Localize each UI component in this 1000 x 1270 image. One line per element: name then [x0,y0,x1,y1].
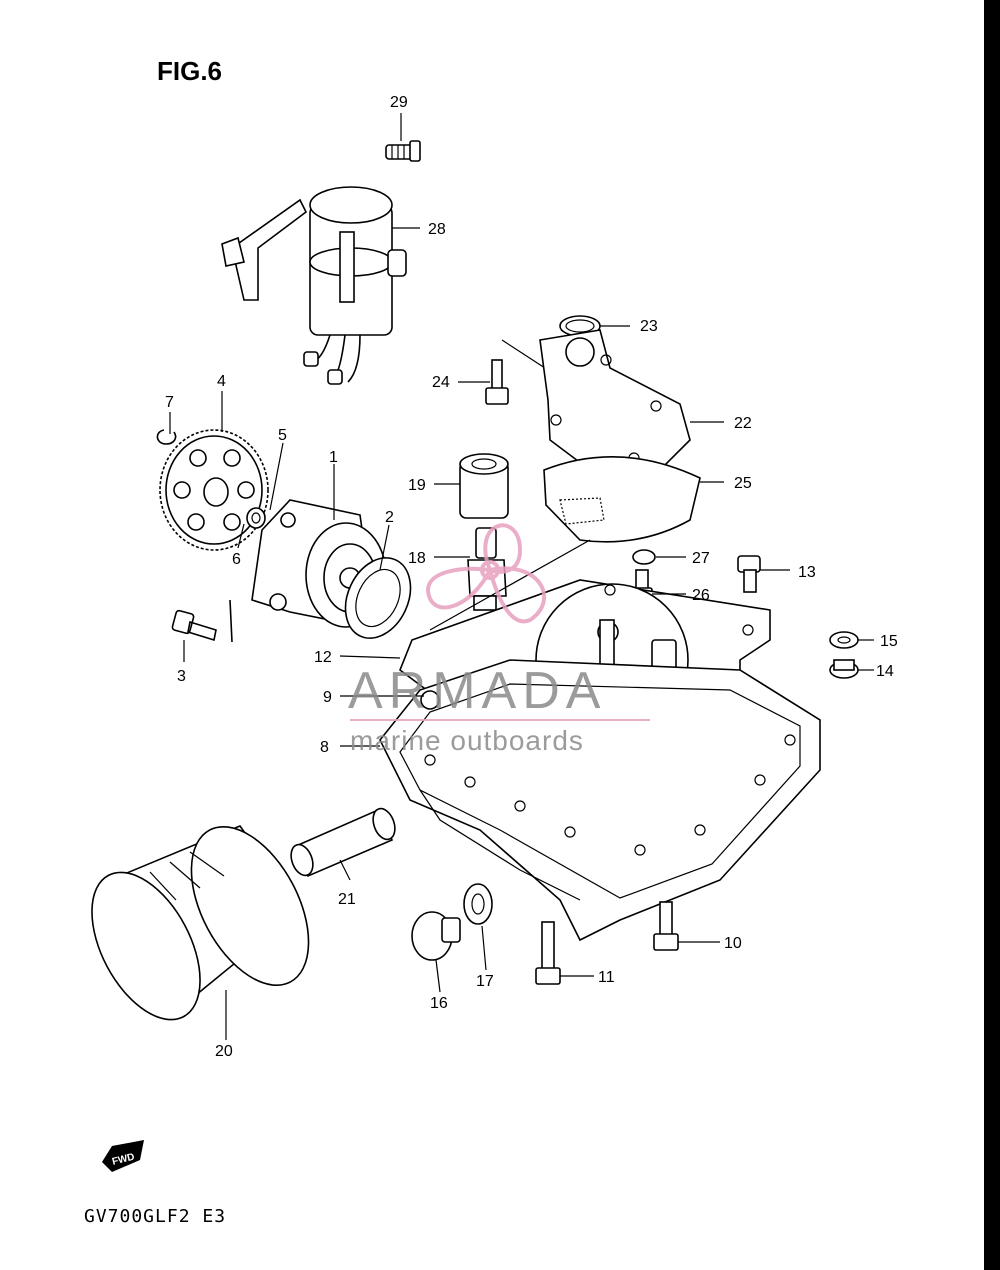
callout-8: 8 [320,739,329,756]
model-code: GV700GLF2 E3 [84,1206,227,1227]
part-5-ring [246,507,266,529]
callout-14: 14 [876,663,894,680]
callout-24: 24 [432,374,450,391]
callout-18: 18 [408,550,426,567]
part-20-oil-filter [91,825,310,1021]
part-14-nut [829,659,859,679]
callout-21: 21 [338,891,356,908]
callout-28: 28 [428,221,446,238]
part-7-circlip [156,429,177,445]
part-15-washer [829,631,859,649]
fwd-arrow-badge: FWD [102,1140,144,1172]
callout-13: 13 [798,564,816,581]
callout-20: 20 [215,1043,233,1060]
part-8-oil-pan [379,659,821,942]
callout-9: 9 [323,689,332,706]
watermark-brand: ARMADA [348,662,606,720]
callout-11: 11 [598,969,615,986]
callout-12: 12 [314,649,332,666]
watermark-tagline: marine outboards [350,725,584,756]
callout-1: 1 [329,449,338,466]
part-11-bolt [535,921,561,985]
part-2-gasket [344,557,412,639]
callout-27: 27 [692,550,710,567]
part-25-screen [429,455,701,631]
part-17-washer [463,883,493,925]
part-21-nipple [290,807,396,878]
callout-3: 3 [177,668,186,685]
callout-19: 19 [408,477,426,494]
propeller-logo [425,523,547,624]
figure-title: FIG.6 [157,56,223,86]
callout-17: 17 [476,973,494,990]
part-22-strainer-housing [539,329,691,471]
part-24-bolt [485,339,549,405]
callout-22: 22 [734,415,752,432]
callout-29: 29 [390,94,408,111]
callout-5: 5 [278,427,287,444]
callout-15: 15 [880,633,898,650]
callout-26: 26 [692,587,710,604]
callout-10: 10 [724,935,742,952]
part-27-washer [632,549,656,565]
part-13-bolt [737,555,761,593]
callout-23: 23 [640,318,658,335]
part-3-bolt [171,599,233,643]
callout-16: 16 [430,995,448,1012]
callout-25: 25 [734,475,752,492]
callout-6: 6 [232,551,241,568]
watermark: ARMADA marine outboards [348,523,650,756]
leader-lines [169,113,874,1040]
right-edge-bar [984,0,1000,1270]
part-28-canister [221,186,407,385]
fwd-label: FWD [111,1152,136,1168]
part-16-drain-plug [411,911,461,961]
callout-4: 4 [217,373,226,390]
part-4-gear [159,429,269,551]
part-10-bolt [653,901,679,951]
callout-2: 2 [385,509,394,526]
part-19-sleeve [459,453,509,519]
callout-7: 7 [165,394,174,411]
part-29-bolt [385,140,421,162]
callout-labels: 29 28 7 4 5 1 2 6 3 23 24 22 25 19 18 27… [165,94,898,1060]
